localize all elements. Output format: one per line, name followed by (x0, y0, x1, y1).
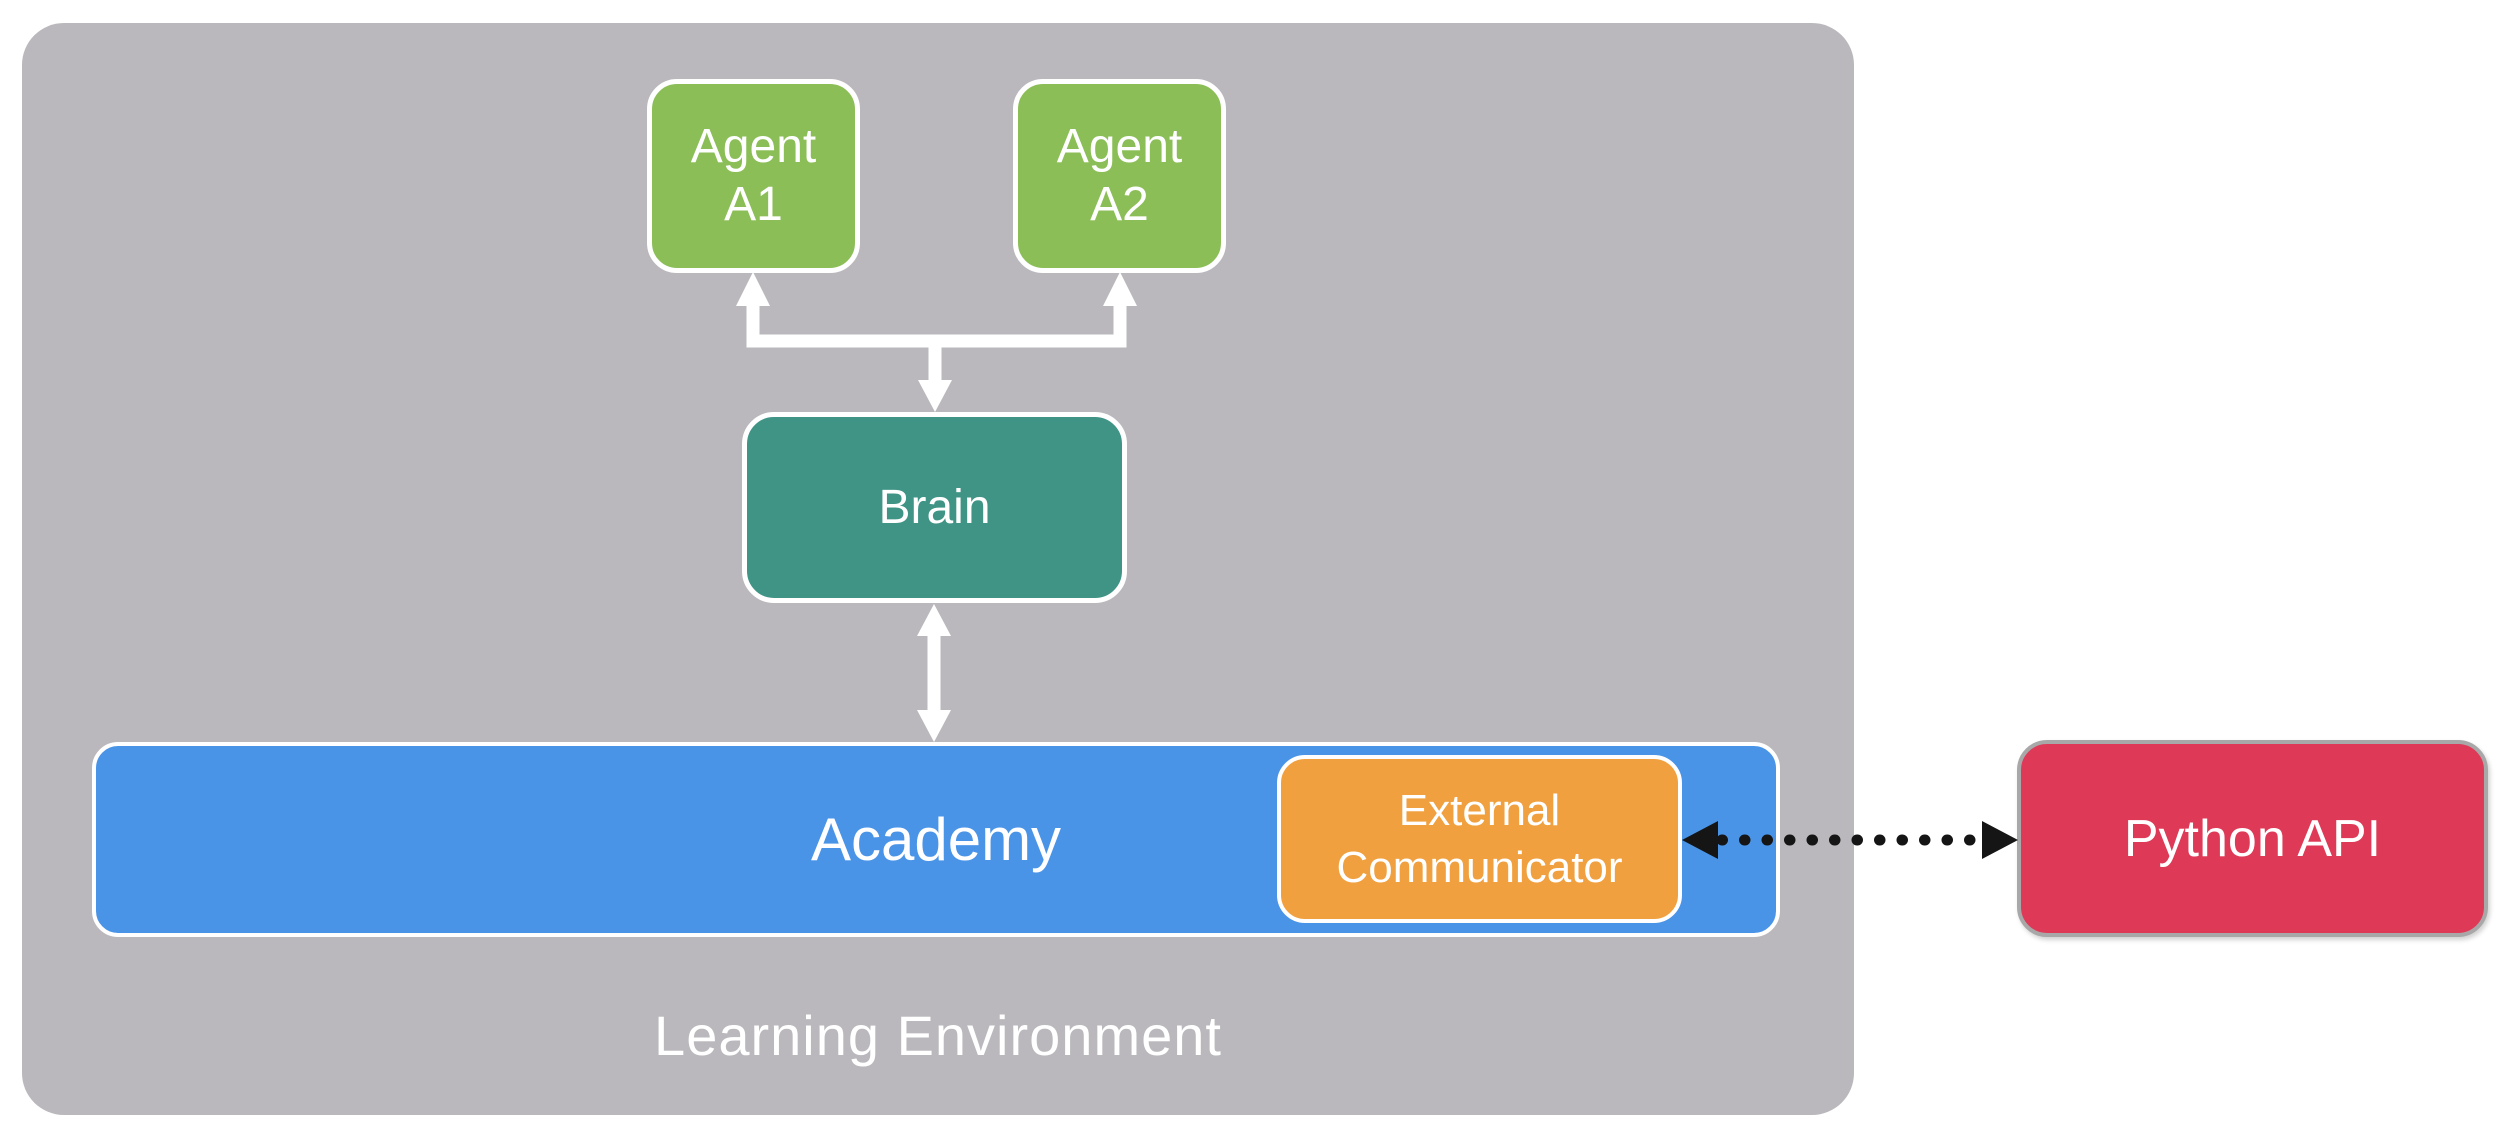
learning-environment-box: Learning Environment Agent A1 Agent A2 B… (22, 23, 1854, 1115)
agent-a1-node: Agent A1 (647, 79, 860, 273)
external-communicator-node: External Communicator (1277, 755, 1682, 923)
agent-a2-node: Agent A2 (1013, 79, 1226, 273)
academy-node: Academy External Communicator (92, 742, 1780, 937)
arrowhead-to-python-api (1982, 821, 2018, 859)
academy-label: Academy (810, 806, 1062, 873)
python-api-node: Python API (2017, 740, 2488, 937)
brain-node: Brain (742, 412, 1127, 603)
learning-environment-label: Learning Environment (654, 1004, 1222, 1067)
